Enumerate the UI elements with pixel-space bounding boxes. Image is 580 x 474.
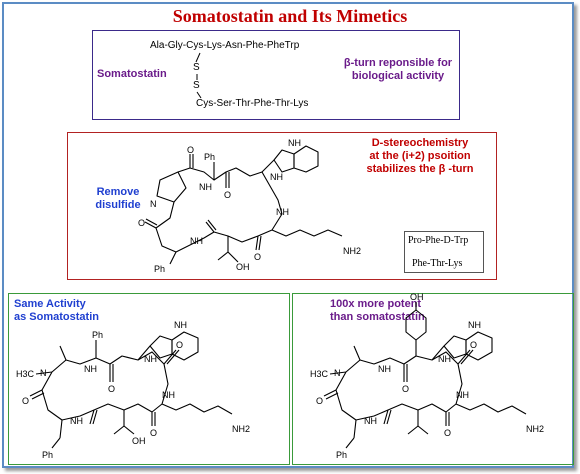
beta-turn-note-line2: biological activity [351, 70, 445, 82]
potent-line1: 100x more potent [330, 298, 422, 310]
same-activity-line1: Same Activity [14, 298, 86, 310]
atom-o2: O [108, 384, 115, 394]
beta-turn-note-line1: β-turn reponsible for [343, 57, 453, 69]
cyclic-peptide-box [67, 132, 497, 280]
atom-ph-bottom: Ph [336, 450, 347, 460]
atom-h3c: H3C [310, 369, 329, 379]
atom-nh3: NH [276, 207, 289, 217]
atom-oh: OH [132, 436, 146, 446]
atom-n: N [334, 368, 341, 378]
atom-nh-indole: NH [174, 320, 187, 330]
sequence-bottom: Cys-Ser-Thr-Phe-Thr-Lys [196, 98, 309, 109]
atom-n: N [40, 368, 47, 378]
atom-o1: O [316, 396, 323, 406]
atom-o3: O [138, 218, 145, 228]
d-stereo-note-line2: at the (i+2) psoition [369, 150, 471, 162]
same-activity-line2: as Somatostatin [14, 311, 99, 323]
atom-o1: O [187, 145, 194, 155]
atom-ph-bottom: Ph [154, 264, 165, 274]
atom-nh2: NH [144, 354, 157, 364]
outer-frame [2, 2, 574, 468]
atom-nh2-chain: NH2 [343, 246, 361, 256]
atom-nh1: NH [84, 364, 97, 374]
mimetic-box-2 [292, 293, 574, 465]
atom-nh2: NH [270, 172, 283, 182]
potent-line2: than somatostatin [330, 311, 425, 323]
atom-ph-top: Ph [204, 152, 215, 162]
atom-o4: O [444, 428, 451, 438]
atom-nh2-chain: NH2 [526, 424, 544, 434]
sequence-top: Ala-Gly-Cys-Lys-Asn-Phe-PheTrp [150, 40, 300, 51]
somatostatin-box [92, 30, 460, 120]
mini-seq-line1: Pro-Phe-D-Trp [408, 235, 469, 246]
atom-o4: O [150, 428, 157, 438]
atom-o3: O [176, 340, 183, 350]
mini-seq-line2: Phe-Thr-Lys [412, 258, 463, 269]
atom-nh4: NH [70, 416, 83, 426]
atom-o1: O [22, 396, 29, 406]
atom-ph-top: Ph [92, 330, 103, 340]
atom-o2: O [224, 190, 231, 200]
disulfide-s1: S [193, 62, 200, 73]
atom-nh1: NH [378, 364, 391, 374]
atom-nh3: NH [162, 390, 175, 400]
page-title: Somatostatin and Its Mimetics [172, 6, 408, 26]
sequence-mini-box [404, 231, 484, 273]
atom-h3c: H3C [16, 369, 35, 379]
atom-nh4: NH [364, 416, 377, 426]
d-stereo-note-line1: D-stereochemistry [371, 137, 469, 149]
atom-ph-bottom: Ph [42, 450, 53, 460]
atom-nh4: NH [190, 236, 203, 246]
atom-o3: O [470, 340, 477, 350]
atom-o4: O [254, 252, 261, 262]
atom-nh-indole: NH [288, 138, 301, 148]
atom-oh-top: OH [410, 292, 424, 302]
atom-nh2: NH [438, 354, 451, 364]
atom-nh2-chain: NH2 [232, 424, 250, 434]
remove-disulfide-line2: disulfide [95, 199, 141, 211]
atom-nh3: NH [456, 390, 469, 400]
atom-nh-indole: NH [468, 320, 481, 330]
atom-oh: OH [236, 262, 250, 272]
atom-nh1: NH [199, 182, 212, 192]
d-stereo-note-line3: stabilizes the β -turn [366, 163, 474, 175]
atom-n: N [150, 199, 157, 209]
disulfide-s2: S [193, 80, 200, 91]
remove-disulfide-line1: Remove [96, 186, 140, 198]
atom-o2: O [402, 384, 409, 394]
mimetic-box-1 [8, 293, 290, 465]
somatostatin-label: Somatostatin [97, 68, 167, 80]
